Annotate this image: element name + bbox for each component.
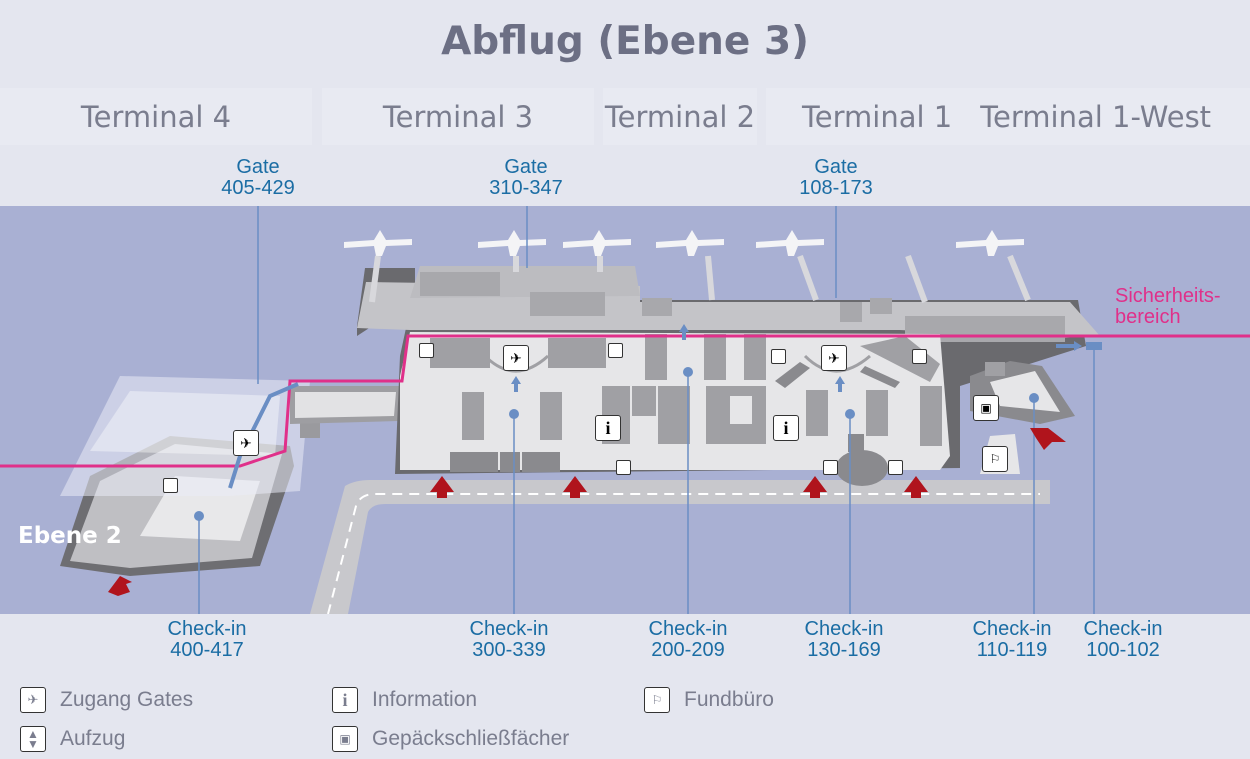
legend-gate-access: ✈ Zugang Gates [20, 687, 193, 713]
info-icon: i [595, 415, 621, 441]
terminal-label: Terminal 1 [802, 99, 953, 134]
terminal-1-header: Terminal 1 Terminal 1-West [766, 88, 1250, 145]
legend-information: i Information [332, 687, 477, 713]
luggage-locker-icon: ▣ [973, 395, 999, 421]
luggage-locker-icon: ▣ [332, 726, 358, 752]
elevator-icon [616, 460, 631, 475]
elevator-icon [608, 343, 623, 358]
gate-access-icon: ✈ [233, 430, 259, 456]
terminal-label: Terminal 4 [80, 99, 232, 134]
gate-access-icon: ✈ [821, 345, 847, 371]
gate-access-icon: ✈ [503, 345, 529, 371]
elevator-icon [912, 349, 927, 364]
legend [0, 672, 1250, 759]
terminal-label: Terminal 1-West [980, 99, 1212, 134]
elevator-icon [888, 460, 903, 475]
elevator-icon [823, 460, 838, 475]
elevator-icon [771, 349, 786, 364]
elevator-icon [419, 343, 434, 358]
terminal-2-header: Terminal 2 [603, 88, 757, 145]
legend-elevator: ▲▼ Aufzug [20, 726, 125, 752]
page-title: Abflug (Ebene 3) [0, 0, 1250, 82]
terminal-label: Terminal 3 [382, 99, 534, 134]
terminal-3-header: Terminal 3 [322, 88, 594, 145]
checkin-bar [0, 614, 1250, 666]
lost-found-icon: ⚐ [982, 446, 1008, 472]
info-icon: i [773, 415, 799, 441]
elevator-icon [163, 478, 178, 493]
level-2-label: Ebene 2 [18, 523, 122, 549]
plane-arrow-icon: ✈ [20, 687, 46, 713]
legend-lost-found: ⚐ Fundbüro [644, 687, 774, 713]
lost-found-icon: ⚐ [644, 687, 670, 713]
terminal-label: Terminal 2 [604, 99, 756, 134]
terminal-4-header: Terminal 4 [0, 88, 312, 145]
elevator-icon: ▲▼ [20, 726, 46, 752]
terminal-map: ✈ ✈ ✈ i i ▣ ⚐ Ebene 2 Sicherheits- berei… [0, 206, 1250, 614]
security-area-label: Sicherheits- bereich [1115, 285, 1221, 328]
legend-lockers: ▣ Gepäckschließfächer [332, 726, 569, 752]
gate-bar [0, 150, 1250, 206]
info-icon: i [332, 687, 358, 713]
